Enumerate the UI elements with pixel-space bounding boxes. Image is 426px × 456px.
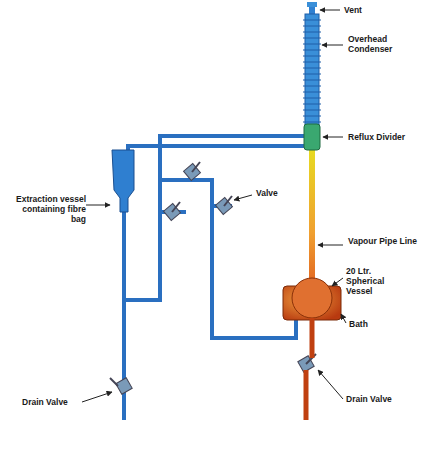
extraction-label: Extraction vessel containing fibre bag [8,194,86,224]
leader-arrows [82,10,346,402]
drain-pipe [306,318,312,420]
vapour-label: Vapour Pipe Line [348,236,418,246]
drain-valve-label: Drain Valve [346,394,406,404]
vent-tip [307,2,317,7]
valve-label: Valve [256,188,296,198]
overhead-condenser [305,14,319,126]
extraction-vessel [112,150,134,212]
condenser-label: Overhead Condenser [348,34,418,54]
spherical-vessel [292,278,332,318]
bath-label: Bath [349,319,389,329]
drain-valve-label: Drain Valve [22,397,82,407]
reflux-divider [304,124,320,150]
blue-piping [124,136,306,420]
condenser-coils [303,20,321,122]
vent-label: Vent [344,5,404,15]
reflux-label: Reflux Divider [348,132,418,142]
vessel-label: 20 Ltr. Spherical Vessel [346,266,406,296]
valves [110,162,316,394]
